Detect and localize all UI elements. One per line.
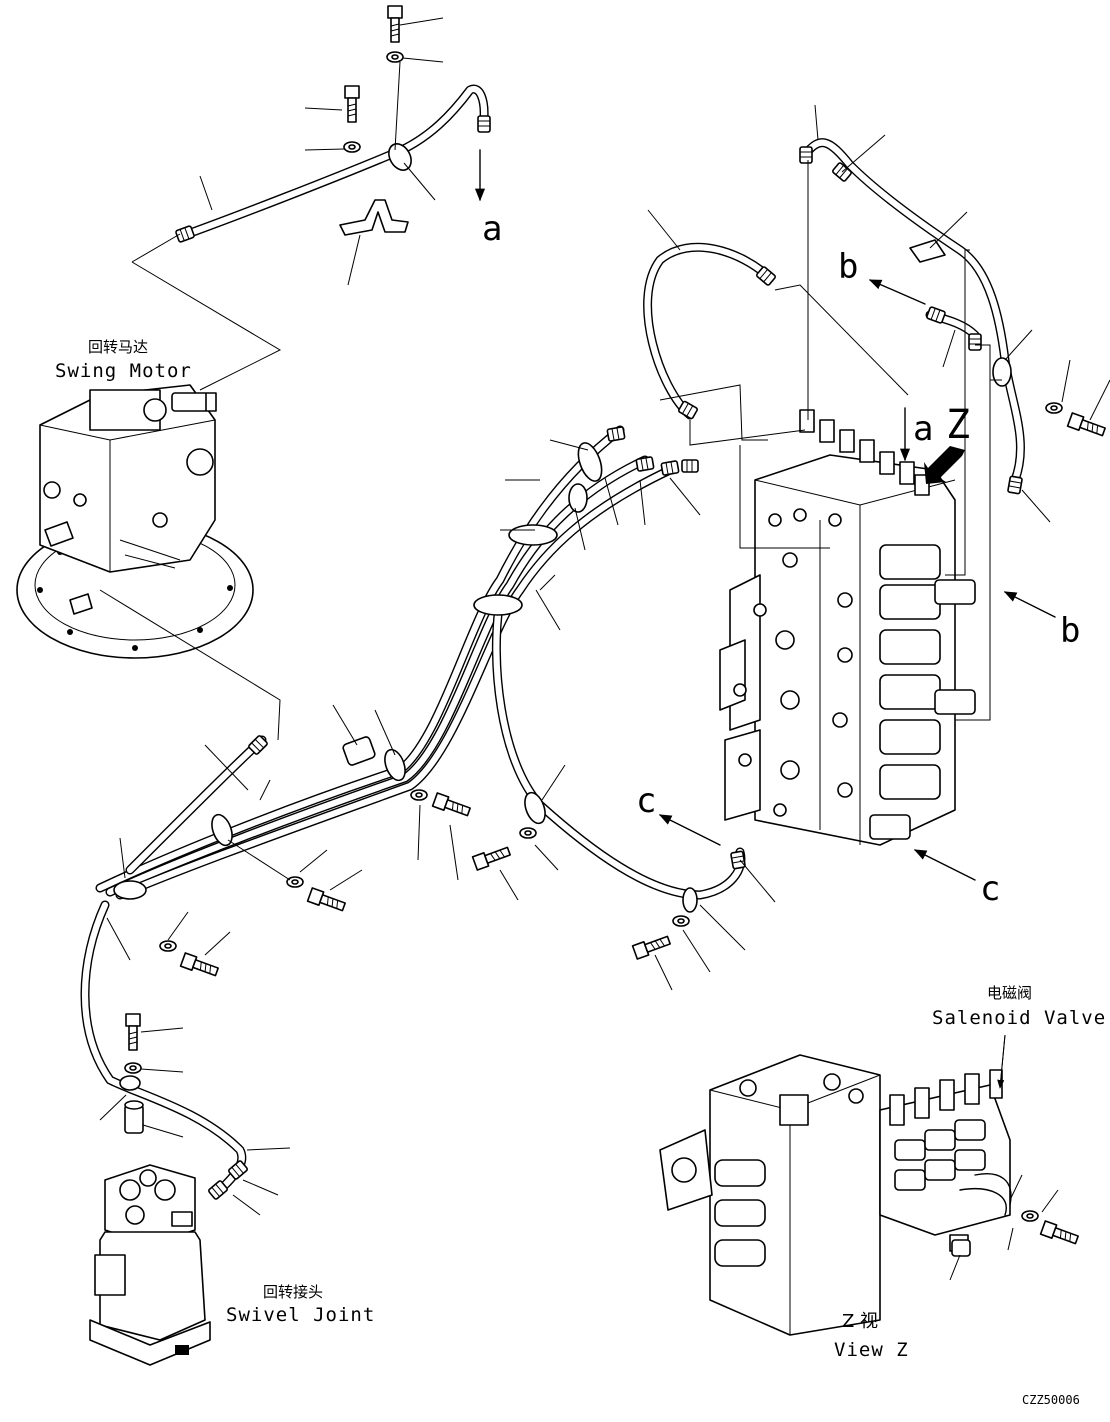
swivel-joint-label-en: Swivel Joint xyxy=(226,1304,375,1326)
control-valve xyxy=(719,409,976,846)
drawing-code: CZZ50006 xyxy=(1022,1393,1080,1407)
callout-b-top: b xyxy=(838,247,858,287)
leader-lines xyxy=(99,17,1110,1281)
valve-top-fittings xyxy=(799,409,930,496)
callout-c-right: c xyxy=(980,869,1000,909)
swing-motor-label-en: Swing Motor xyxy=(55,360,192,382)
view-z-valve xyxy=(659,1054,1012,1336)
callout-z-valve: Z xyxy=(946,402,970,448)
valve-bolts xyxy=(733,508,853,817)
swing-motor xyxy=(16,384,254,659)
view-z-arrow-icon xyxy=(924,446,965,484)
solenoid-valve-label-zh: 电磁阀 xyxy=(987,984,1032,1002)
reference-arrows xyxy=(474,149,1056,881)
labels: 回转马达 Swing Motor 电磁阀 Salenoid Valve 回转接头… xyxy=(55,209,1106,1407)
callout-a-valve: a xyxy=(913,409,933,449)
spool-caps xyxy=(869,544,976,840)
solenoid-valve-label-en: Salenoid Valve xyxy=(932,1007,1106,1029)
callout-a-top: a xyxy=(482,209,502,249)
hose-clamps xyxy=(113,143,1012,1091)
callout-c-left: c xyxy=(636,781,656,821)
swivel-joint xyxy=(89,1164,211,1366)
view-z-label-en: View Z xyxy=(834,1339,909,1361)
solenoid-stack xyxy=(889,1069,1003,1191)
swivel-joint-label-zh: 回转接头 xyxy=(263,1283,323,1301)
swing-motor-label-zh: 回转马达 xyxy=(88,338,148,356)
callout-b-right: b xyxy=(1060,611,1080,651)
view-z-label-zh: Z 视 xyxy=(842,1311,878,1332)
fasteners xyxy=(124,5,1107,1257)
